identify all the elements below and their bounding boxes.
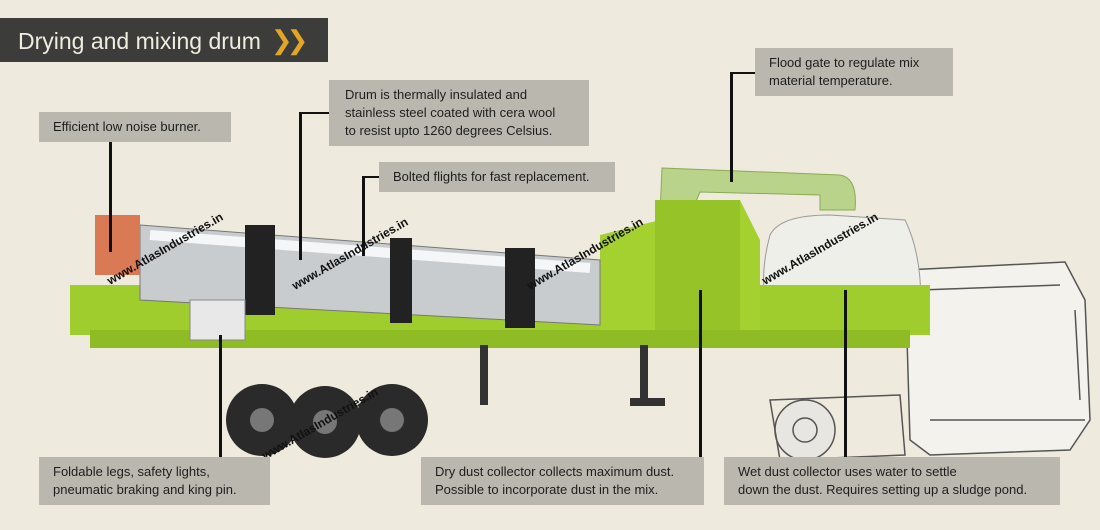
callout-foldable-legs: Foldable legs, safety lights, pneumatic … <box>39 457 270 505</box>
callout-text: Possible to incorporate dust in the mix. <box>435 482 659 497</box>
truck-outline <box>769 261 1091 461</box>
callout-text: down the dust. Requires setting up a slu… <box>738 482 1028 497</box>
leader-line-drum <box>299 112 329 114</box>
callout-bolted-flights: Bolted flights for fast replacement. <box>379 162 615 192</box>
callout-text: Drum is thermally insulated and <box>345 87 528 102</box>
leader-line-dry <box>699 290 702 457</box>
callout-text: Flood gate to regulate mix <box>769 55 920 70</box>
callout-burner: Efficient low noise burner. <box>39 112 231 142</box>
callout-text: stainless steel coated with cera wool <box>345 105 556 120</box>
ducting <box>659 167 856 216</box>
burner <box>95 215 140 275</box>
leader-line-flights <box>362 176 379 178</box>
callout-flood-gate: Flood gate to regulate mix material temp… <box>755 48 953 96</box>
callout-text: to resist upto 1260 degrees Celsius. <box>345 123 553 138</box>
leader-line-drum <box>299 112 302 260</box>
wheels <box>226 384 428 458</box>
leader-line-flood <box>730 72 755 74</box>
callout-drum-insulation: Drum is thermally insulated and stainles… <box>329 80 589 146</box>
leader-line-wet <box>844 290 847 457</box>
callout-text: Dry dust collector collects maximum dust… <box>435 464 675 479</box>
callout-text: Foldable legs, safety lights, <box>53 464 210 479</box>
legs <box>480 345 665 406</box>
leader-line-flood <box>730 72 733 182</box>
callout-text: material temperature. <box>769 73 893 88</box>
leader-line-flights <box>362 176 365 256</box>
callout-text: Wet dust collector uses water to settle <box>738 464 957 479</box>
callout-wet-dust-collector: Wet dust collector uses water to settle … <box>724 457 1060 505</box>
callout-text: Bolted flights for fast replacement. <box>393 169 590 184</box>
control-box <box>189 299 246 341</box>
callout-dry-dust-collector: Dry dust collector collects maximum dust… <box>421 457 704 505</box>
double-chevron-right-icon: ❯❯ <box>270 25 308 55</box>
callout-text: Efficient low noise burner. <box>53 119 201 134</box>
callout-text: pneumatic braking and king pin. <box>53 482 237 497</box>
leader-line-legs <box>219 335 222 457</box>
section-title-bar: Drying and mixing drum ❯❯ <box>0 18 328 62</box>
section-title: Drying and mixing drum <box>18 28 261 54</box>
leader-line-burner <box>109 142 112 252</box>
